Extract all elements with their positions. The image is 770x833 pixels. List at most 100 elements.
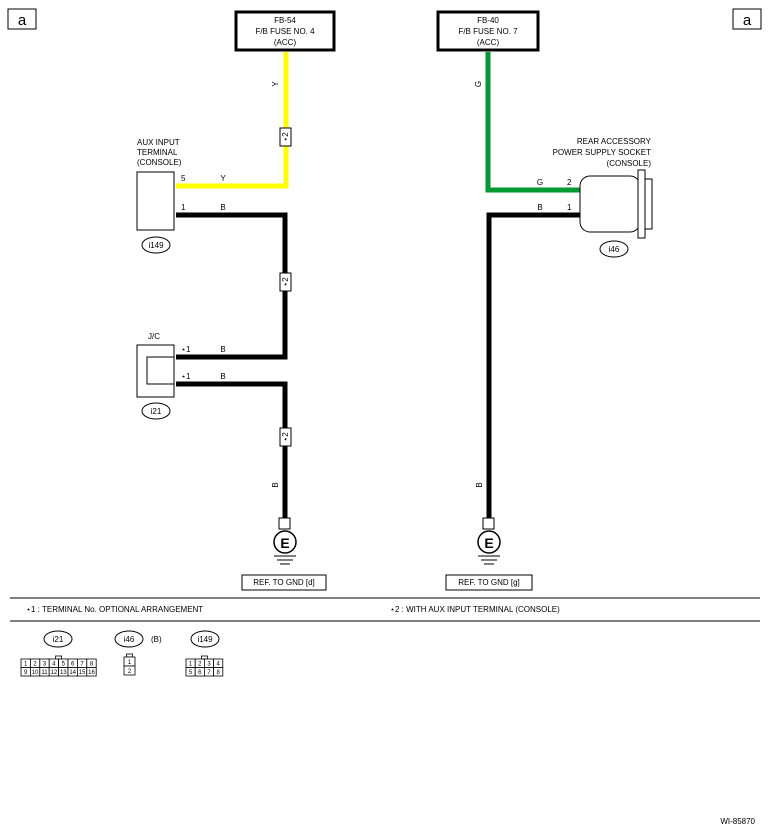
wire-green	[485, 52, 580, 193]
wire-label-g-horizontal: G	[537, 178, 543, 187]
connector-pin-number: 2	[33, 662, 37, 668]
socket-label-line2: POWER SUPPLY SOCKET	[553, 148, 652, 157]
jc-label: J/C	[148, 332, 160, 341]
wire-black-jc-ground	[176, 381, 288, 520]
option-marker-2	[279, 272, 292, 292]
fuse-fb54-acc: (ACC)	[274, 38, 297, 47]
ground-terminal-right	[482, 517, 495, 530]
connector-pin-number: 3	[207, 662, 211, 668]
aux-connector-body	[136, 171, 175, 231]
ground-symbol-left	[273, 530, 297, 554]
connector-pin-number: 4	[52, 662, 56, 668]
aux-label-line2: TERMINAL	[137, 148, 178, 157]
connector-pin-number: 1	[189, 662, 193, 668]
wire-label-b-jc-bottom: B	[220, 372, 225, 381]
connector-lock-tab	[126, 653, 133, 658]
jc-pin-top: ⋆1	[181, 345, 191, 354]
aux-pin-1: 1	[181, 203, 186, 212]
legend-i21-label: i21	[53, 635, 64, 644]
connector-pin-number: 16	[88, 670, 95, 676]
legend-i46-oval	[114, 630, 144, 648]
connector-pin-number: 6	[71, 662, 75, 668]
socket-cap	[644, 178, 653, 230]
jc-pin-bottom: ⋆1	[181, 372, 191, 381]
connector-pin-number: 9	[24, 670, 28, 676]
option-marker-1	[279, 127, 292, 147]
fuse-fb40-id: FB-40	[477, 16, 499, 25]
wire-black-aux-jc	[176, 212, 288, 360]
ground-ref-right: REF. TO GND [g]	[458, 578, 520, 587]
option-marker-3	[279, 427, 292, 447]
ground-ref-box-left	[241, 574, 327, 591]
aux-pin-5: 5	[181, 174, 186, 183]
note-star-1: ⋆1 : TERMINAL No. OPTIONAL ARRANGEMENT	[26, 605, 203, 614]
connector-pin-number: 1	[128, 660, 132, 666]
fuse-fb54-name: F/B FUSE NO. 4	[255, 27, 315, 36]
socket-pin-1: 1	[567, 203, 572, 212]
connector-pin-number: 8	[217, 670, 221, 676]
wire-label-y-vertical: Y	[271, 81, 280, 87]
connector-pin-number: 6	[198, 670, 202, 676]
wire-label-b-right-vertical: B	[475, 482, 484, 487]
connector-pin-cell	[213, 667, 224, 677]
ground-ref-box-right	[445, 574, 533, 591]
socket-body	[579, 175, 641, 233]
socket-connector-id: i46	[609, 245, 620, 254]
connector-pin-cell	[123, 665, 136, 676]
legend-i149-oval	[190, 630, 220, 648]
ground-symbol-left-letter: E	[280, 535, 289, 551]
corner-label-right: a	[743, 12, 752, 29]
wire-label-b-left-vertical: B	[271, 482, 280, 487]
socket-connector-id-oval	[599, 240, 629, 258]
jc-connector-id: i21	[151, 407, 162, 416]
wire-yellow	[176, 52, 289, 189]
corner-label-left: a	[18, 12, 27, 29]
legend-i46-pin-grid: 12	[123, 653, 136, 676]
aux-label-line1: AUX INPUT	[137, 138, 180, 147]
jc-connector-id-oval	[141, 402, 171, 420]
fuse-fb40-acc: (ACC)	[477, 38, 500, 47]
wire-label-b-socket: B	[537, 203, 542, 212]
wire-label-g-vertical: G	[474, 81, 483, 87]
connector-pin-number: 7	[80, 662, 84, 668]
connector-pin-number: 1	[24, 662, 28, 668]
connector-pin-number: 10	[32, 670, 39, 676]
jc-connector-inner	[146, 356, 175, 385]
wire-label-b-aux: B	[220, 203, 225, 212]
fuse-fb54-id: FB-54	[274, 16, 296, 25]
aux-connector-id: i149	[148, 241, 164, 250]
option-marker-1-text: ⋆2	[281, 132, 290, 142]
ground-terminal-left	[278, 517, 291, 530]
legend-i46-label: i46	[124, 635, 135, 644]
fuse-box-fb40	[436, 10, 540, 52]
wire-label-b-jc-top: B	[220, 345, 225, 354]
connector-pin-number: 15	[79, 670, 86, 676]
connector-pin-number: 2	[128, 669, 132, 675]
legend-i149-label: i149	[197, 635, 213, 644]
connector-pin-number: 4	[217, 662, 221, 668]
connector-lock-tab	[200, 655, 208, 660]
aux-label-line3: (CONSOLE)	[137, 158, 182, 167]
legend-i21-oval	[43, 630, 73, 648]
figure-id: WI-85870	[720, 817, 755, 826]
fuse-fb40-name: F/B FUSE NO. 7	[458, 27, 518, 36]
connector-pin-number: 8	[90, 662, 94, 668]
connector-pin-number: 11	[41, 670, 48, 676]
socket-label-line1: REAR ACCESSORY	[577, 137, 652, 146]
socket-pin-2: 2	[567, 178, 572, 187]
socket-flange	[637, 169, 646, 239]
connector-pin-number: 12	[51, 670, 58, 676]
socket-label-line3: (CONSOLE)	[607, 159, 652, 168]
wire-black-socket-ground	[486, 212, 580, 520]
option-marker-2-text: ⋆2	[281, 277, 290, 287]
connector-lock-tab	[55, 655, 62, 660]
option-marker-3-text: ⋆2	[281, 432, 290, 442]
ground-ref-left: REF. TO GND [d]	[253, 578, 315, 587]
connector-pin-cell	[86, 667, 97, 677]
connector-pin-number: 3	[43, 662, 47, 668]
connector-pin-number: 5	[189, 670, 193, 676]
connector-pin-number: 5	[62, 662, 66, 668]
